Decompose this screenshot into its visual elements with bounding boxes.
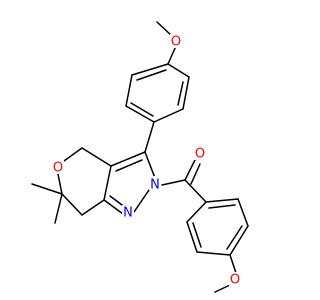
bond-methyl-a: [31, 183, 63, 195]
bond-ar2-double-2: [226, 225, 243, 250]
bond-ar2-b: [186, 221, 198, 253]
carbonyl-oxygen-label: O: [195, 147, 205, 162]
label-bg-pyrazole-n1: [122, 205, 134, 219]
bond-carbonyl-aryl: [184, 179, 207, 203]
bond-ch2-o: [63, 147, 83, 162]
top-methoxy-group: [156, 21, 177, 65]
bond-c-o-double: [190, 163, 201, 185]
bond-cme2-ch2: [61, 193, 83, 216]
label-bg-carbonyl-o: [194, 146, 206, 160]
label-bg-bottom-methoxy-o: [229, 272, 241, 286]
bond-ar1-d: [125, 105, 155, 123]
pyran-ring: [57, 147, 112, 216]
bond-c3a-ch2: [81, 147, 112, 167]
bond-ar1-e: [125, 74, 133, 107]
bond-ar2-c: [196, 251, 231, 256]
bond-c3a-c3-double: [115, 159, 143, 172]
bond-o-cme2: [57, 173, 63, 195]
bond-c3-n2: [144, 151, 156, 179]
bond-c3a-c3: [110, 151, 146, 167]
bond-ch2-c7a: [81, 199, 105, 216]
bond-ar2-e: [237, 198, 249, 227]
bond-methyl-b: [54, 193, 63, 224]
bond-ar2-a: [186, 201, 207, 223]
bond-c-o: [184, 159, 196, 181]
gem-dimethyl: [31, 183, 63, 224]
bond-ar2-double-1: [192, 222, 202, 248]
bond-ar1-b: [182, 76, 190, 110]
carbonyl-group: [184, 159, 207, 203]
pyrazole-nitrogen-1-label: N: [123, 206, 133, 221]
bottom-methoxy-group: [214, 254, 237, 293]
bond-ar2-d: [229, 225, 249, 256]
bond-n1-c7a: [103, 199, 124, 215]
bond-ar1-f: [131, 63, 169, 76]
bond-ar2-double-3: [208, 204, 236, 209]
bond-ring-o-bottom: [229, 254, 237, 274]
bond-aryl-to-pyrazole: [144, 121, 155, 153]
bond-ar1-double-3: [136, 69, 167, 81]
bond-c7a-c3a: [103, 165, 112, 201]
label-bg-top-methoxy-o: [170, 34, 182, 48]
bond-ar1-double-2: [130, 102, 154, 117]
bond-o-ring-top: [167, 45, 177, 65]
top-phenyl-ring: [125, 63, 190, 123]
ring-oxygen-label: O: [53, 161, 63, 176]
bond-n2-n1: [133, 189, 150, 213]
bond-ar1-double-1: [177, 81, 184, 106]
bond-methyl-o-top: [156, 21, 173, 37]
top-methoxy-oxygen-label: O: [171, 35, 181, 50]
pyrazole-ring: [103, 151, 156, 215]
atom-labels: O O O N N O: [52, 34, 241, 288]
bottom-methoxy-oxygen-label: O: [230, 273, 240, 288]
bond-o-methyl-bottom: [214, 284, 231, 293]
label-bg-pyrazole-n2: [149, 176, 161, 190]
bond-ar1-a: [167, 63, 190, 78]
chemical-structure-diagram: O O O N N O: [31, 21, 249, 293]
bond-ar1-c: [153, 108, 184, 123]
label-bg-ring-o: [52, 160, 64, 174]
bottom-phenyl-ring: [186, 198, 249, 256]
bond-ar2-f: [205, 198, 239, 203]
pyrazole-nitrogen-2-label: N: [150, 178, 160, 193]
bond-n2-carbonyl: [161, 179, 186, 186]
